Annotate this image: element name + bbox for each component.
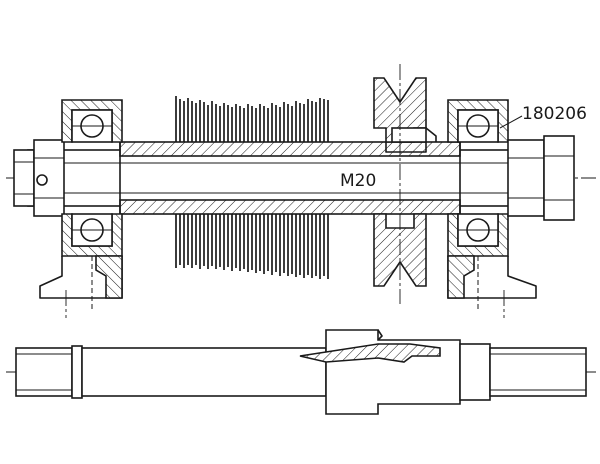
keyway-section: [299, 343, 441, 363]
left-nut: [13, 139, 65, 217]
right-bearing-housing: [447, 99, 537, 318]
shaft-detail-view: [6, 329, 596, 415]
bearing-leader: [499, 115, 523, 129]
thread-label: M20: [340, 171, 376, 191]
left-bearing-housing: [39, 99, 123, 318]
shaft: [27, 149, 569, 207]
v-pulley: [373, 64, 437, 304]
assembly-section-view: M20 180206: [6, 64, 596, 318]
bearing-code-label: 180206: [522, 104, 587, 124]
sleeve-tube: [119, 141, 461, 215]
right-nuts: [507, 135, 575, 221]
disc-stack: [175, 96, 329, 279]
cotter-pin-hole-icon: [36, 174, 48, 186]
